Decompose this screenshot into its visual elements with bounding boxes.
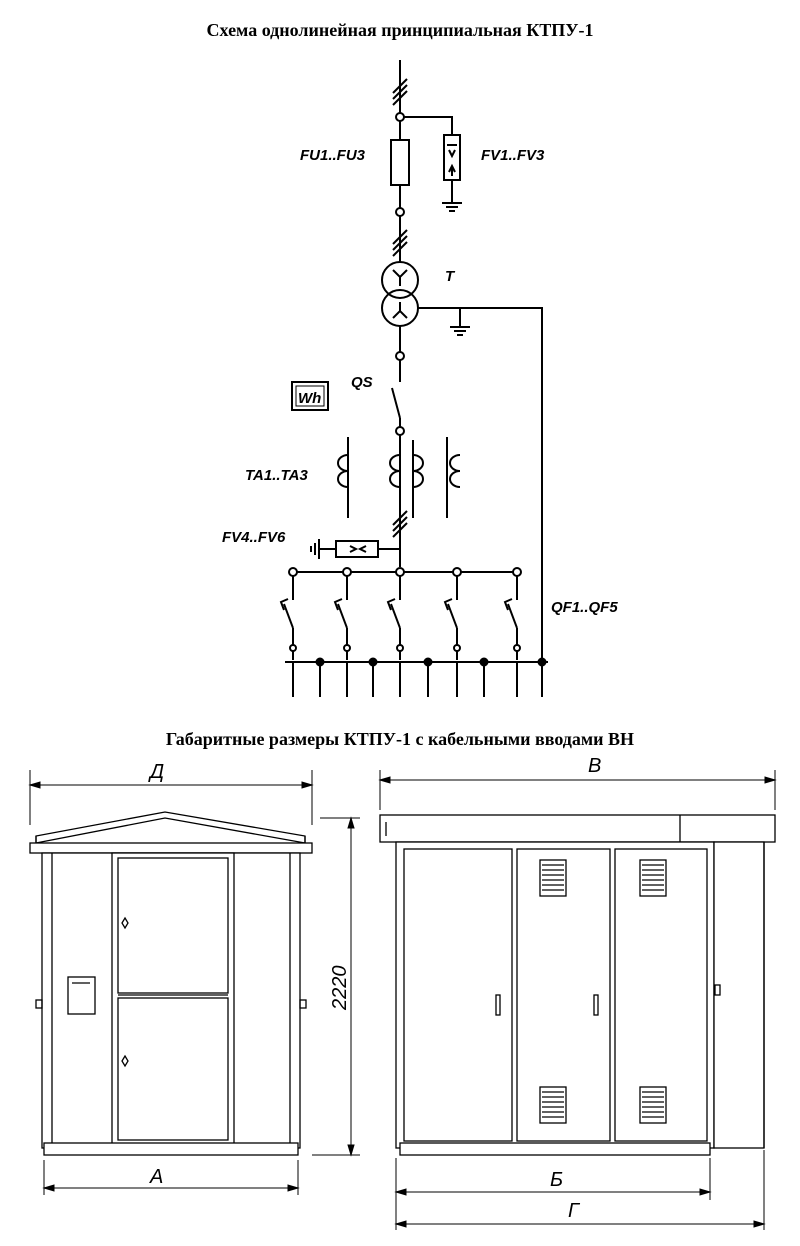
surge-arrester-icon (443, 134, 461, 202)
switch-blade (391, 387, 401, 419)
lv-outputs (292, 657, 547, 697)
transformer-icon (381, 261, 419, 327)
label-current-transformers: TA1..TA3 (245, 467, 308, 484)
three-phase-tick-icon (392, 229, 408, 257)
label-transformer: T (445, 268, 456, 285)
three-phase-tick-icon (392, 78, 408, 106)
front-dimensions (28, 770, 360, 1195)
vent-grille (639, 1086, 667, 1124)
vent-grille (539, 1086, 567, 1124)
dim-side-top: В (588, 755, 601, 777)
fuse-icon (390, 139, 410, 186)
dim-side-middle: Б (550, 1169, 563, 1191)
ground-icon (450, 326, 470, 336)
ground-icon (442, 202, 462, 212)
label-lv-arresters: FV4..FV6 (222, 529, 286, 546)
current-transformer-icon (446, 437, 461, 518)
vent-grille (539, 859, 567, 897)
breaker-icon (503, 567, 522, 660)
front-view (29, 811, 313, 1156)
breaker-icon (279, 567, 298, 660)
vent-grille (639, 859, 667, 897)
single-line-schematic (279, 60, 548, 697)
breaker-icon (333, 567, 352, 660)
dim-front-bottom: А (149, 1166, 163, 1188)
label-breakers: QF1..QF5 (551, 599, 618, 616)
label-meter: Wh (298, 390, 321, 407)
dim-side-bottom: Г (568, 1200, 581, 1222)
dimensions-title: Габаритные размеры КТПУ-1 с кабельными в… (165, 729, 635, 749)
outgoing-feeders (279, 567, 522, 660)
current-transformer-icon (337, 437, 349, 518)
current-transformer-icon (389, 440, 424, 518)
side-view (379, 814, 776, 1156)
side-dimensions (378, 770, 777, 1230)
label-hv-arresters: FV1..FV3 (481, 147, 545, 164)
surge-arrester-icon (320, 540, 400, 558)
breaker-icon (443, 567, 462, 660)
schematic-title: Схема однолинейная принципиальная КТПУ-1 (206, 20, 594, 40)
breaker-icon (386, 576, 404, 660)
dim-height: 2220 (329, 966, 351, 1012)
ground-icon (310, 539, 320, 559)
label-switch: QS (351, 374, 373, 391)
dim-front-top: Д (148, 761, 164, 783)
energy-meter-icon (291, 381, 329, 411)
label-fuses: FU1..FU3 (300, 147, 366, 164)
